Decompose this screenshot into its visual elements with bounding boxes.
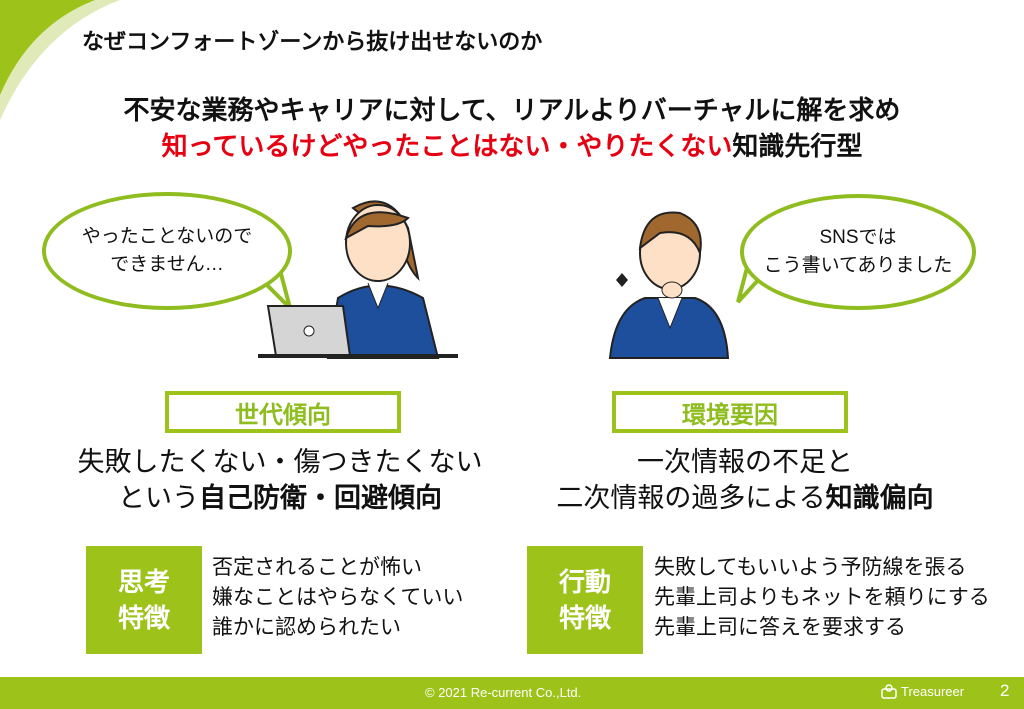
desc-line: 失敗したくない・傷つきたくない — [77, 447, 483, 477]
bubble-text: やったことないので — [81, 226, 253, 247]
desc-plain: という — [118, 483, 199, 513]
badge-text: 思考 — [117, 567, 170, 597]
bubble-text: SNSでは — [819, 227, 897, 248]
list-item: 先輩上司に答えを要求する — [654, 616, 906, 639]
desc-line: 一次情報の不足と — [637, 447, 853, 477]
badge-text: 特徴 — [558, 603, 611, 633]
label-generation-trend: 世代傾向 — [165, 391, 401, 433]
corner-decoration — [0, 0, 120, 120]
worried-woman-laptop-illustration — [258, 200, 458, 359]
badge-thinking-traits: 思考特徴 — [86, 546, 202, 654]
heading-line-1: 不安な業務やキャリアに対して、リアルよりバーチャルに解を求め — [123, 95, 901, 125]
right-description: 一次情報の不足と 二次情報の過多による知識偏向 — [520, 444, 970, 516]
brand-logo: Treasureer — [880, 683, 964, 699]
footer: © 2021 Re-current Co.,Ltd. Treasureer 2 — [0, 677, 1024, 709]
desc-line: という自己防衛・回避傾向 — [60, 480, 500, 516]
speech-bubble-right: SNSでは こう書いてありました — [740, 194, 976, 310]
speech-bubble-left: やったことないので できません… — [42, 192, 292, 310]
bubble-text: こう書いてありました — [763, 255, 953, 276]
thinking-man-illustration — [608, 211, 730, 359]
desc-bold: 自己防衛・回避傾向 — [199, 483, 442, 513]
behavior-traits-list: 失敗してもいいよう予防線を張る 先輩上司よりもネットを頼りにする 先輩上司に答え… — [654, 553, 990, 643]
badge-text: 特徴 — [117, 603, 170, 633]
list-item: 誰かに認められたい — [212, 616, 401, 639]
desc-line: 二次情報の過多による知識偏向 — [520, 480, 970, 516]
treasure-chest-icon — [881, 684, 897, 699]
brand-name: Treasureer — [901, 683, 965, 699]
thinking-traits-list: 否定されることが怖い 嫌なことはやらなくていい 誰かに認められたい — [212, 553, 463, 643]
badge-text: 行動 — [558, 567, 611, 597]
list-item: 先輩上司よりもネットを頼りにする — [654, 586, 990, 609]
badge-behavior-traits: 行動特徴 — [527, 546, 643, 654]
list-item: 否定されることが怖い — [212, 556, 422, 579]
desc-bold: 知識偏向 — [825, 483, 934, 513]
left-description: 失敗したくない・傷つきたくない という自己防衛・回避傾向 — [60, 444, 500, 516]
heading-line-2: 知っているけどやったことはない・やりたくない知識先行型 — [0, 126, 1024, 163]
label-environment-factor: 環境要因 — [612, 391, 848, 433]
heading-red-text: 知っているけどやったことはない・やりたくない — [161, 131, 733, 161]
list-item: 失敗してもいいよう予防線を張る — [654, 556, 967, 579]
bubble-text: できません… — [110, 254, 224, 275]
slide-title: なぜコンフォートゾーンから抜け出せないのか — [82, 29, 543, 54]
page-number: 2 — [1000, 681, 1010, 700]
list-item: 嫌なことはやらなくていい — [212, 586, 464, 609]
copyright: © 2021 Re-current Co.,Ltd. — [425, 685, 582, 700]
heading-black-text: 知識先行型 — [732, 131, 863, 161]
desc-plain: 二次情報の過多による — [556, 483, 826, 513]
